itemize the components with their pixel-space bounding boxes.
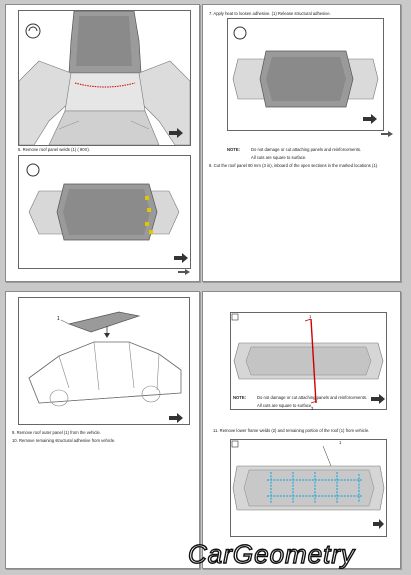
callout-c: 1 — [339, 440, 342, 445]
frame-welds-figure — [230, 312, 387, 410]
note-text-2: All cuts are square to surface. — [257, 403, 313, 408]
step-11-caption: 11. Remove lower frame welds (2) and rem… — [213, 428, 370, 433]
underbody-adhesive-figure — [230, 439, 387, 537]
frame-welds-illustration — [231, 313, 386, 409]
step-10-caption: 10. Remove remaining structural adhesive… — [12, 438, 116, 443]
callout-a: 1 — [309, 314, 312, 319]
cargeometry-watermark-logo: CarGeometry — [187, 541, 356, 569]
manual-page-top-right: 7. Apply heat to loosen adhesive. (1) Re… — [202, 4, 401, 282]
roof-adhesive-illustration — [228, 19, 383, 130]
underbody-welds-illustration — [19, 156, 190, 268]
note-label: NOTE: — [227, 147, 241, 152]
callout-1-label: 1 — [57, 316, 60, 322]
watermark-text: CarGeometry — [188, 541, 356, 569]
roof-adhesive-figure — [227, 18, 384, 131]
next-arrow-icon[interactable] — [381, 131, 393, 137]
step-7-caption: 7. Apply heat to loosen adhesive. (1) Re… — [209, 11, 331, 16]
note-label: NOTE: — [233, 395, 247, 400]
underbody-adhesive-illustration — [231, 440, 386, 536]
manual-page-bottom-left: 1 9. Remove roof outer panel (1) from th… — [5, 291, 200, 569]
underbody-welds-figure — [18, 155, 191, 269]
note-text-2: All cuts are square to surface. — [251, 155, 307, 160]
note-text-1: Do not damage or cut attaching panels an… — [251, 147, 362, 152]
step-9-caption: 9. Remove roof outer panel (1) from the … — [12, 430, 101, 435]
roof-top-view-figure — [18, 10, 191, 146]
roof-removal-figure: 1 — [18, 297, 190, 425]
manual-page-bottom-right: 1 3 NOTE: Do not damage or cut attaching… — [202, 291, 401, 569]
step-6-caption: 6. Remove roof panel welds (1) ( 90X). — [18, 147, 90, 152]
roof-top-view-illustration — [19, 11, 190, 145]
body-in-white-illustration: 1 — [19, 298, 189, 424]
manual-page-top-left: 6. Remove roof panel welds (1) ( 90X). — [5, 4, 200, 282]
callout-b: 3 — [311, 406, 314, 411]
note-text-1: Do not damage or cut attaching panels an… — [257, 395, 368, 400]
step-8-caption: 8. Cut the roof panel 80 mm (3 in), inbo… — [209, 163, 379, 168]
next-arrow-icon[interactable] — [178, 269, 190, 275]
